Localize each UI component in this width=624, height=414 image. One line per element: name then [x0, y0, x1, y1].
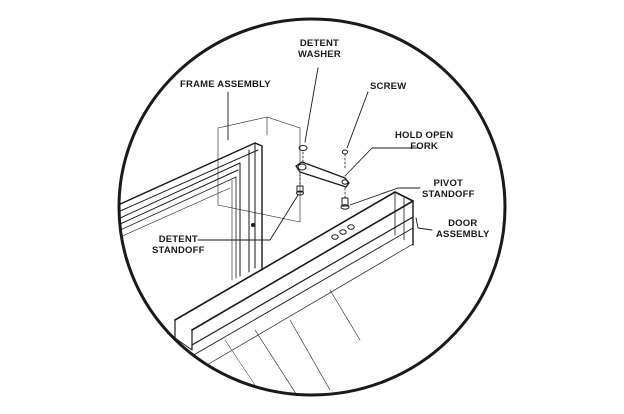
- detent-standoff-line-1: DETENT: [158, 234, 198, 245]
- pivot-standoff-line-2: STANDOFF: [422, 189, 475, 200]
- leader-lines: [197, 67, 433, 241]
- label-detent-washer: DETENT WASHER: [298, 38, 341, 60]
- label-hold-open-fork: HOLD OPEN FORK: [395, 130, 453, 152]
- detail-circle: [117, 17, 507, 397]
- pivot-standoff-part: [340, 187, 350, 210]
- frame-assembly: [119, 142, 263, 281]
- door-assembly-line-1: DOOR: [448, 218, 478, 229]
- label-pivot-standoff: PIVOT STANDOFF: [422, 178, 475, 200]
- pivot-standoff-line-1: PIVOT: [433, 178, 464, 189]
- hold-open-fork-part: [295, 161, 350, 188]
- detent-standoff-part: [296, 173, 304, 196]
- detent-washer-part: [298, 145, 308, 163]
- label-detent-standoff: DETENT STANDOFF: [152, 234, 205, 256]
- label-screw: SCREW: [370, 81, 407, 92]
- door-assembly-line-2: ASSEMBLY: [436, 229, 490, 240]
- detent-washer-line-2: WASHER: [298, 49, 341, 60]
- detent-washer-line-1: DETENT: [299, 38, 340, 49]
- mounting-plate: [217, 116, 301, 223]
- label-door-assembly: DOOR ASSEMBLY: [436, 218, 490, 240]
- label-frame-assembly: FRAME ASSEMBLY: [180, 79, 271, 90]
- hold-open-fork-line-2: FORK: [410, 141, 438, 152]
- hold-open-fork-line-1: HOLD OPEN: [395, 130, 454, 141]
- detent-standoff-line-2: STANDOFF: [152, 245, 205, 256]
- screw-part: [342, 149, 348, 169]
